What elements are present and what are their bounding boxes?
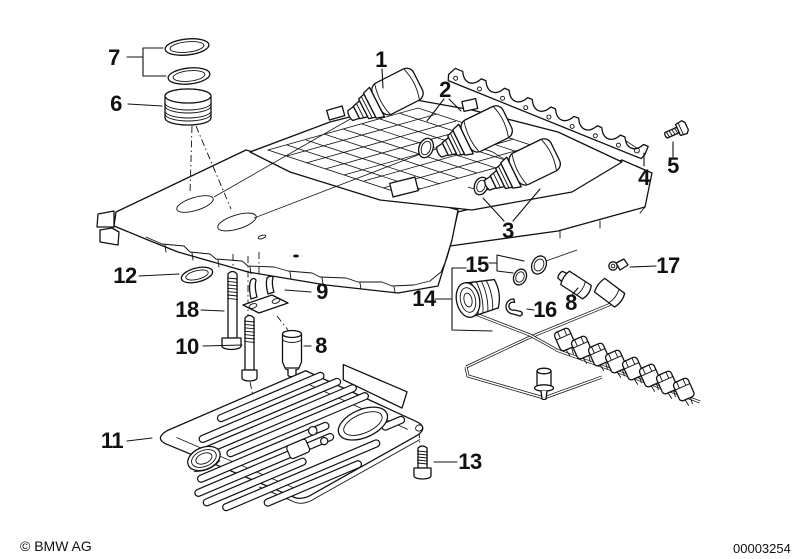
part-16-clip (506, 299, 522, 316)
part-callout-3: 3 (502, 218, 514, 243)
part-callout-2: 2 (439, 77, 451, 102)
part-callout-13: 13 (458, 449, 482, 474)
part-14-wiring-harness (453, 276, 700, 409)
alignment-lines (190, 118, 643, 446)
leader-lines (127, 48, 673, 462)
part-2-solenoid (416, 102, 516, 170)
part-3-solenoid (472, 135, 564, 203)
part-11-oil-strainer (158, 337, 432, 545)
part-4-retaining-rail (446, 67, 648, 159)
part-callout-9: 9 (316, 279, 328, 304)
part-callout-14: 14 (412, 286, 436, 311)
part-callout-4: 4 (638, 165, 650, 190)
harness-sensor (535, 368, 554, 399)
part-17-terminal (609, 259, 628, 270)
part-callout-8b: 8 (565, 290, 577, 315)
part-callout-18: 18 (175, 297, 199, 322)
part-7-o-rings (164, 37, 210, 86)
part-8b-valve (555, 267, 593, 299)
copyright-text: © BMW AG (20, 538, 92, 554)
part-15-o-rings (511, 254, 549, 287)
part-callout-1: 1 (375, 47, 387, 72)
part-callout-17: 17 (656, 253, 680, 278)
part-8a-valve (283, 331, 302, 377)
part-callout-12: 12 (113, 263, 137, 288)
part-12-o-ring (180, 264, 214, 285)
part-callout-8a: 8 (315, 333, 327, 358)
part-callout-7: 7 (108, 45, 120, 70)
part-13-bolt (414, 446, 431, 479)
part-5-screw (662, 120, 689, 142)
part-callout-15: 15 (465, 252, 489, 277)
part-callout-6: 6 (110, 91, 122, 116)
part-9-guide-bracket (243, 276, 288, 313)
part-callout-5: 5 (667, 153, 679, 178)
part-10-bolt (242, 316, 257, 382)
harness-sleeve (593, 277, 626, 308)
part-callout-10: 10 (175, 334, 199, 359)
diagram-number: 00003254 (733, 541, 791, 556)
part-18-bolt (222, 272, 241, 350)
part-callout-16: 16 (533, 297, 557, 322)
part-callout-11: 11 (100, 428, 124, 453)
part-6-sleeve (165, 89, 211, 125)
